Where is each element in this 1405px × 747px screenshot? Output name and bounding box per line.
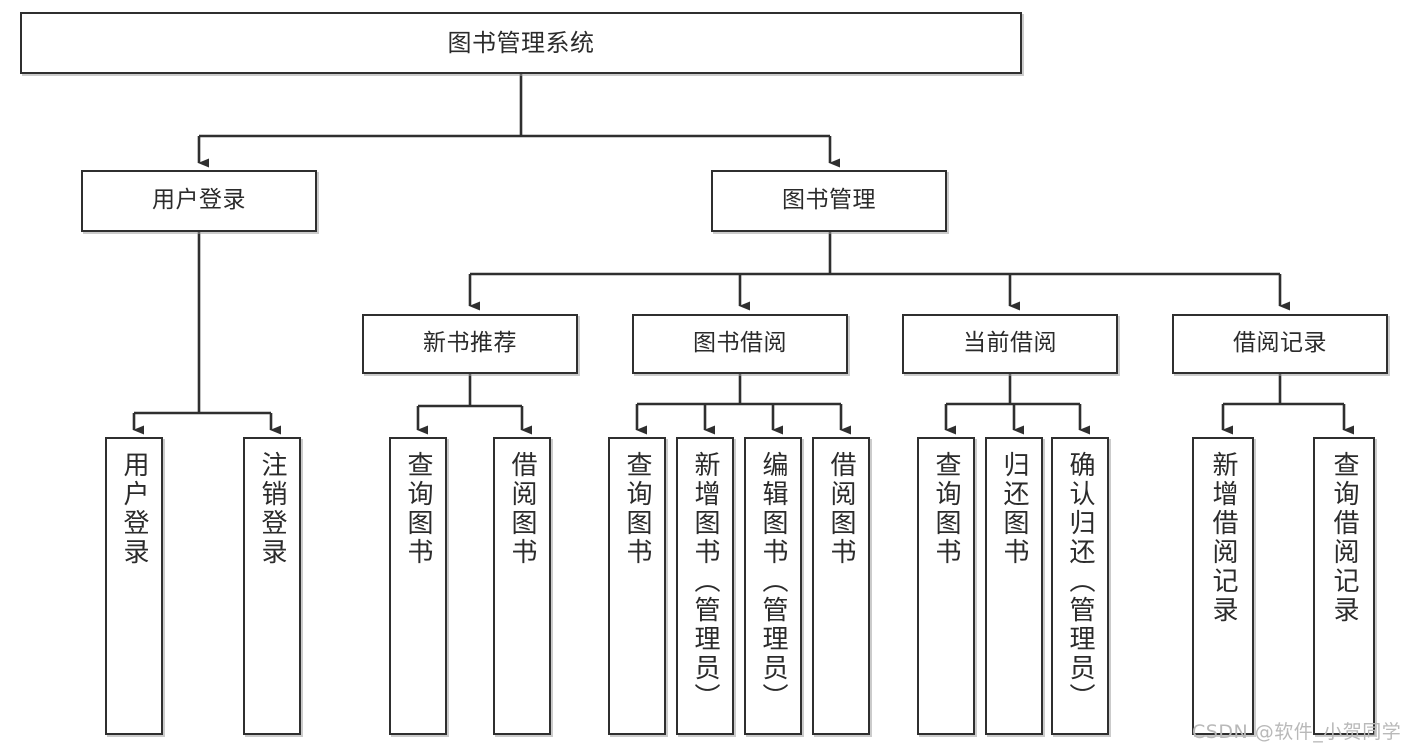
leaf-user-login-2-label: 注销登录 xyxy=(257,451,287,567)
leaf-current-borrow-1-label: 查询图书 xyxy=(931,451,961,567)
leaf-current-borrow-3-label: 确认归还（管理员） xyxy=(1065,451,1095,712)
leaf-current-borrow-3[interactable]: 确认归还（管理员） xyxy=(1051,437,1109,735)
leaf-user-login-1[interactable]: 用户登录 xyxy=(105,437,163,735)
leaf-borrow-record-2[interactable]: 查询借阅记录 xyxy=(1313,437,1375,735)
leaf-book-borrow-4[interactable]: 借阅图书 xyxy=(812,437,870,735)
leaf-book-borrow-2[interactable]: 新增图书（管理员） xyxy=(676,437,734,735)
node-root-label: 图书管理系统 xyxy=(447,28,595,57)
leaf-borrow-record-1[interactable]: 新增借阅记录 xyxy=(1192,437,1254,735)
node-borrow-record[interactable]: 借阅记录 xyxy=(1172,314,1388,374)
node-user-login[interactable]: 用户登录 xyxy=(81,170,317,232)
leaf-book-borrow-4-label: 借阅图书 xyxy=(826,451,856,567)
leaf-book-borrow-1[interactable]: 查询图书 xyxy=(608,437,666,735)
node-book-borrow[interactable]: 图书借阅 xyxy=(632,314,848,374)
leaf-current-borrow-1[interactable]: 查询图书 xyxy=(917,437,975,735)
node-new-book-recommend[interactable]: 新书推荐 xyxy=(362,314,578,374)
leaf-new-book-2-label: 借阅图书 xyxy=(507,451,537,567)
leaf-borrow-record-1-label: 新增借阅记录 xyxy=(1208,451,1238,625)
leaf-user-login-2[interactable]: 注销登录 xyxy=(243,437,301,735)
node-borrow-record-label: 借阅记录 xyxy=(1233,330,1327,357)
node-book-management[interactable]: 图书管理 xyxy=(711,170,947,232)
leaf-book-borrow-3-label: 编辑图书（管理员） xyxy=(758,451,788,712)
node-new-book-recommend-label: 新书推荐 xyxy=(423,330,517,357)
leaf-new-book-1-label: 查询图书 xyxy=(403,451,433,567)
leaf-new-book-2[interactable]: 借阅图书 xyxy=(493,437,551,735)
leaf-current-borrow-2[interactable]: 归还图书 xyxy=(985,437,1043,735)
leaf-book-borrow-1-label: 查询图书 xyxy=(622,451,652,567)
node-user-login-label: 用户登录 xyxy=(152,187,246,214)
leaf-book-borrow-3[interactable]: 编辑图书（管理员） xyxy=(744,437,802,735)
node-root[interactable]: 图书管理系统 xyxy=(20,12,1022,74)
node-book-borrow-label: 图书借阅 xyxy=(693,330,787,357)
csdn-watermark: CSDN @软件_小贺同学 xyxy=(1192,721,1402,743)
node-current-borrow[interactable]: 当前借阅 xyxy=(902,314,1118,374)
leaf-current-borrow-2-label: 归还图书 xyxy=(999,451,1029,567)
leaf-new-book-1[interactable]: 查询图书 xyxy=(389,437,447,735)
node-current-borrow-label: 当前借阅 xyxy=(963,330,1057,357)
leaf-book-borrow-2-label: 新增图书（管理员） xyxy=(690,451,720,712)
node-book-management-label: 图书管理 xyxy=(782,187,876,214)
leaf-borrow-record-2-label: 查询借阅记录 xyxy=(1329,451,1359,625)
leaf-user-login-1-label: 用户登录 xyxy=(119,451,149,567)
